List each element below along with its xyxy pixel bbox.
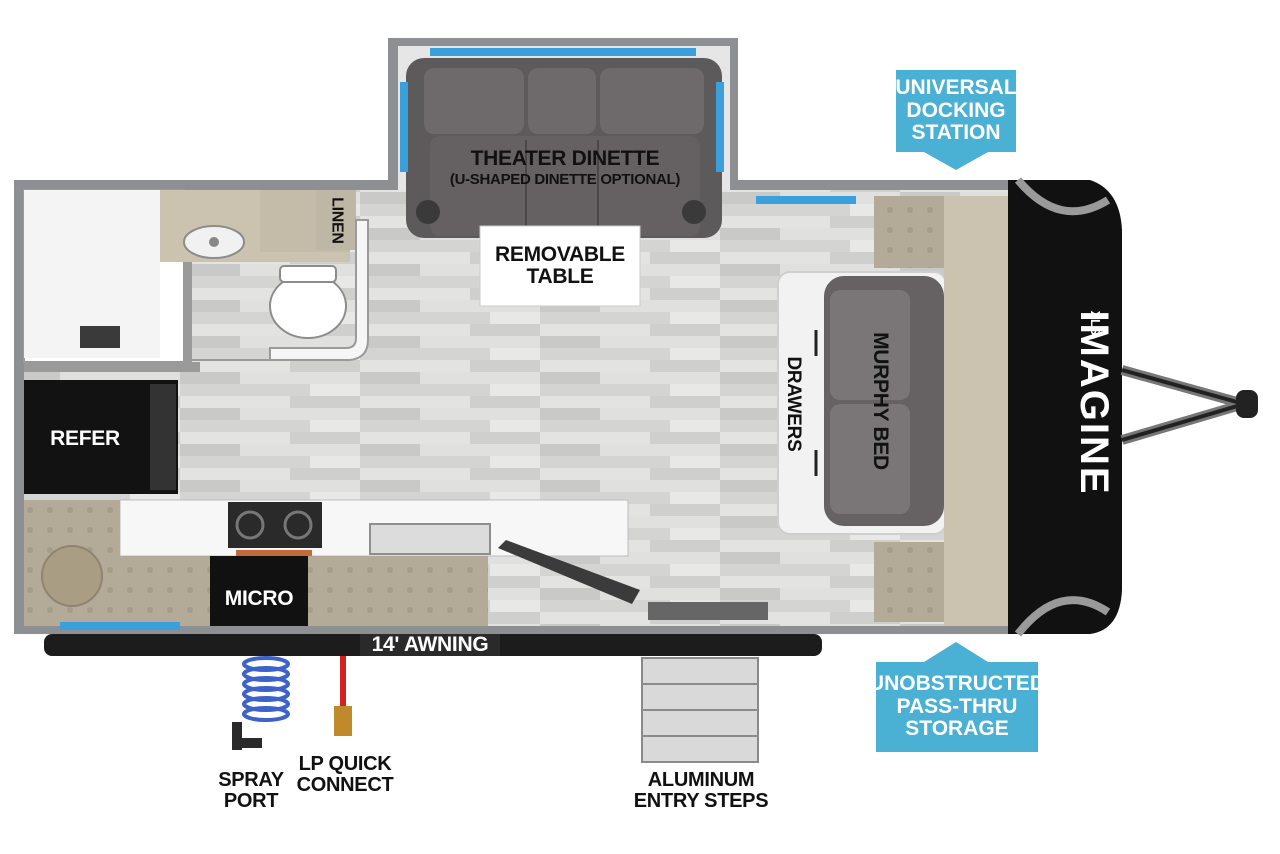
brand-sub-logo: XLS [1087,310,1103,336]
spray-port-label: SPRAY PORT [218,769,284,812]
unobstructed-storage-callout: UNOBSTRUCTED PASS-THRU STORAGE [869,662,1045,752]
docking-callout-arrow [924,152,988,170]
bath-wall [184,190,192,362]
murphy-bed-label: MURPHY BED [869,332,893,470]
accent-light-window [756,196,856,204]
spray-port-hose [232,656,290,750]
front-storage-bottom [874,542,954,622]
universal-docking-station-callout: UNIVERSAL DOCKING STATION [895,70,1017,152]
removable-table-label: REMOVABLE TABLE [495,243,625,289]
kitchen-sink [369,523,491,555]
linen-label: LINEN [328,197,346,244]
counter-extension [498,540,640,604]
drawers-label: DRAWERS [782,356,804,452]
theater-dinette-sofa [406,58,722,238]
accent-light-entry [60,622,180,630]
microwave [210,556,308,626]
lower-cabinets-right [308,556,488,626]
storage-callout-arrow [924,642,988,662]
micro-label: MICRO [224,587,294,610]
accent-light-right [716,82,724,172]
stove-burners-icon [228,502,322,556]
awning-label: 14' AWNING [360,633,500,657]
front-storage-pass-thru [944,196,1016,626]
u-shaped-optional-label: (U-SHAPED DINETTE OPTIONAL) [449,171,681,188]
theater-dinette-label: THEATER DINETTE [470,147,660,170]
removable-table [479,225,641,307]
toilet-icon [269,273,347,339]
tow-hitch-icon [1120,365,1258,445]
front-storage-top [874,196,954,268]
front-cap [1008,180,1122,634]
accent-light-top [430,48,696,56]
aluminum-entry-steps-label: ALUMINUM ENTRY STEPS [633,769,769,812]
linen-cabinet [316,190,356,250]
accent-light-left [400,82,408,172]
refer-label: REFER [50,427,120,450]
bath-partition [192,219,369,361]
lp-line [334,656,352,736]
lp-quick-connect-label: LP QUICK CONNECT [296,753,394,796]
lower-cabinets-mid [120,556,210,626]
entry-steps [641,657,759,763]
